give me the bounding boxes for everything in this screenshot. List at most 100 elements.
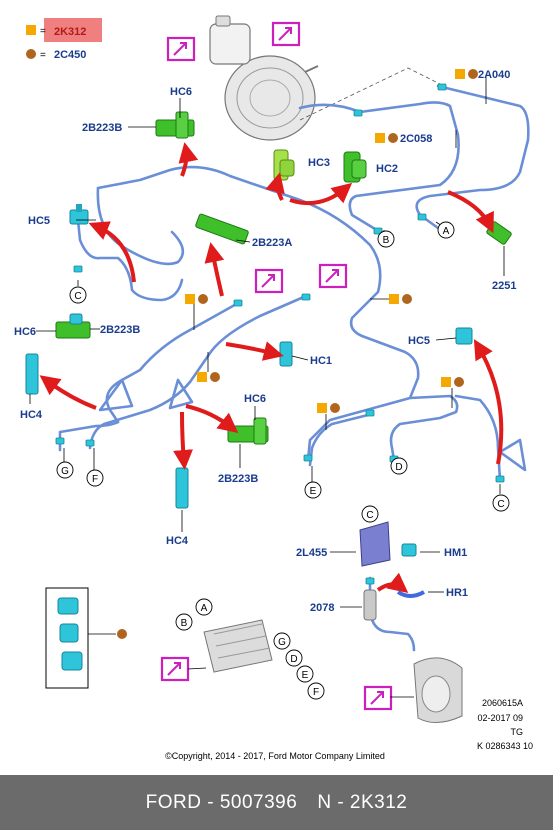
label-2251: 2251	[492, 280, 516, 292]
brake-line-diagram: = 2K312 = 2C450	[14, 15, 533, 761]
drawing-ref: K 0286343 10	[477, 741, 533, 751]
label-hc1: HC1	[310, 355, 332, 367]
fitting	[365, 577, 375, 585]
fitting	[73, 265, 83, 273]
letter-b: B	[383, 235, 390, 246]
red-arrow	[376, 572, 409, 593]
circle-marker	[117, 629, 127, 639]
fitting	[365, 409, 375, 417]
part-labels: HC6 2B223B HC3 HC2 2A040 2C058 HC5 2B223…	[14, 69, 516, 614]
red-arrow	[173, 411, 193, 470]
letter-e: E	[302, 670, 309, 681]
letter-a: A	[443, 226, 450, 237]
leader-lines	[29, 76, 505, 698]
fitting	[303, 454, 313, 462]
footer-bar: FORD - 5007396 N - 2K312	[0, 775, 553, 830]
label-2b223a: 2B223A	[252, 237, 292, 249]
view-callout-icon	[160, 656, 190, 682]
view-callout-icon	[318, 263, 348, 289]
letter-c: C	[497, 499, 504, 510]
legend-highlight	[44, 18, 102, 42]
label-2l455: 2L455	[296, 547, 327, 559]
drawing-code: 2060615A	[482, 698, 523, 708]
brake-pipe	[96, 165, 420, 462]
legend-square-code: 2K312	[54, 26, 86, 38]
square-circle-marker	[389, 294, 412, 304]
letter-f: F	[313, 687, 319, 698]
letter-a: A	[201, 603, 208, 614]
bracket-2l455-icon	[359, 521, 417, 567]
square-circle-marker	[197, 372, 220, 382]
letter-f: F	[92, 474, 98, 485]
label-hc3: HC3	[308, 157, 330, 169]
brake-pipe	[88, 294, 308, 450]
label-2078: 2078	[310, 602, 334, 614]
letter-c: C	[74, 291, 81, 302]
circled-letters	[56, 221, 510, 700]
brake-booster-icon	[209, 15, 319, 141]
letter-e: E	[310, 486, 317, 497]
label-2a040: 2A040	[478, 69, 510, 81]
square-circle-marker	[375, 133, 398, 143]
hose-2078-icon	[363, 589, 377, 621]
brake-pipe	[76, 218, 184, 302]
clip-hc4-left-icon	[25, 353, 39, 395]
footer-n-code: N - 2K312	[317, 791, 408, 813]
view-callout-icon	[363, 685, 393, 711]
red-arrow	[185, 404, 239, 433]
view-callout-icon	[271, 21, 301, 47]
brake-pipe	[389, 394, 459, 462]
legend-eq-2: =	[40, 50, 46, 61]
fitting	[353, 109, 363, 117]
label-hc4: HC4	[166, 535, 189, 547]
fitting	[55, 437, 65, 445]
square-circle-marker	[317, 403, 340, 413]
red-arrow	[204, 242, 225, 297]
brake-pipe	[58, 420, 120, 452]
clip-2b223a-icon	[195, 213, 249, 245]
legend: = 2K312 = 2C450	[26, 18, 102, 61]
fitting	[495, 475, 505, 483]
clip-hc5-right-icon	[455, 327, 473, 345]
fitting	[233, 299, 243, 307]
legend-square-icon	[26, 25, 36, 35]
clip-hc5-left-icon	[69, 204, 89, 225]
circled-letter-text: A B C G F E D C C A B G D E F	[61, 226, 505, 698]
brake-pipe	[168, 378, 194, 410]
red-arrows	[39, 142, 504, 593]
red-arrow	[289, 182, 353, 205]
label-2b223b: 2B223B	[218, 473, 258, 485]
letter-b: B	[181, 618, 188, 629]
label-hc6: HC6	[244, 393, 266, 405]
brake-pipe	[454, 394, 502, 482]
brake-pipe	[498, 438, 527, 472]
drawing-meta: 2060615A 02-2017 09 TG K 0286343 10	[477, 698, 533, 751]
letter-d: D	[290, 654, 297, 665]
letter-d: D	[395, 462, 402, 473]
brake-pipe	[98, 378, 134, 412]
red-arrow	[225, 341, 284, 361]
clip-hc2-icon	[343, 151, 367, 183]
letter-g: G	[61, 466, 69, 477]
legend-eq-1: =	[40, 26, 46, 37]
abs-unit-icon	[203, 619, 273, 673]
clip-hc6-left-icon	[55, 313, 91, 339]
clip-hc4-mid-icon	[175, 467, 189, 509]
fitting	[437, 83, 447, 91]
clip-hc1-icon	[279, 341, 293, 367]
view-callout-icon	[254, 268, 284, 294]
clip-hc6-top-icon	[155, 111, 195, 139]
drawing-date: 02-2017 09	[477, 713, 523, 723]
drawing-tg: TG	[511, 727, 524, 737]
label-2c058: 2C058	[400, 133, 432, 145]
label-hc6: HC6	[170, 86, 192, 98]
part-markers	[117, 69, 478, 639]
legend-circle-icon	[26, 49, 36, 59]
red-arrow	[88, 221, 136, 283]
letter-c: C	[366, 510, 373, 521]
square-circle-marker	[455, 69, 478, 79]
label-hc2: HC2	[376, 163, 398, 175]
red-arrow	[265, 172, 285, 201]
label-hc4: HC4	[20, 409, 43, 421]
brake-pipe	[105, 300, 242, 424]
